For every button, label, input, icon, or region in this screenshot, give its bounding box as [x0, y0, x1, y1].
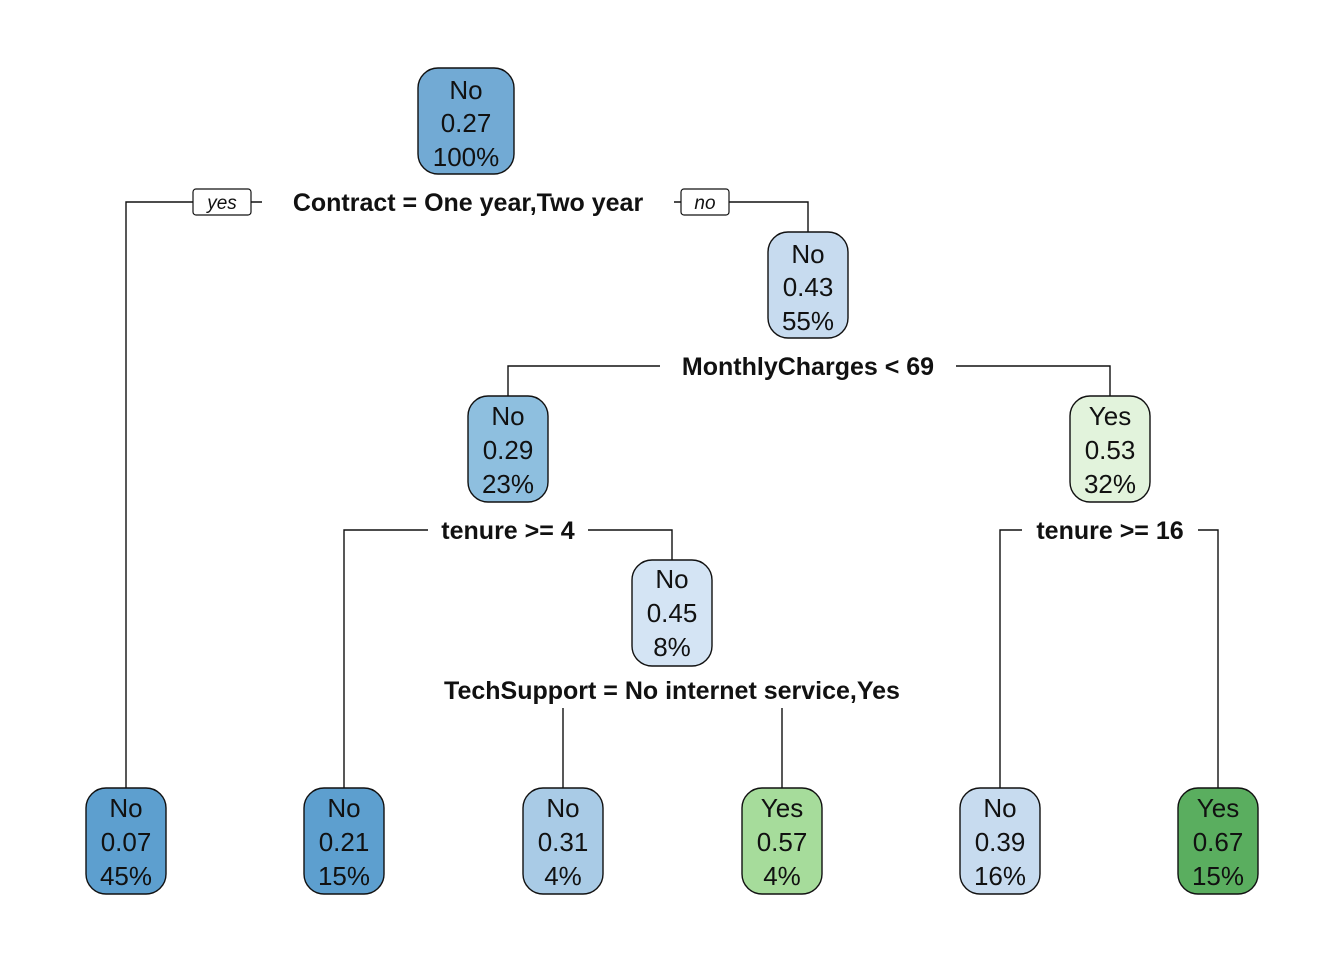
edge-root-left [125, 201, 468, 788]
split-label-tenure-16: tenure >= 16 [1036, 517, 1183, 545]
node-prob: 0.29 [483, 435, 534, 465]
node-pct: 4% [544, 861, 582, 891]
leaf-node: No 0.31 4% [522, 787, 604, 895]
node-class: Yes [761, 793, 803, 823]
node-class: No [655, 564, 688, 594]
tree-nodes: No 0.27 100% No 0.43 55% No 0.29 23% Yes… [85, 67, 1259, 895]
node-root: No 0.27 100% [417, 67, 515, 175]
edge-n5-left [999, 529, 1110, 788]
node-pct: 15% [318, 861, 370, 891]
leaf-node: Yes 0.57 4% [741, 787, 823, 895]
leaf-node: Yes 0.67 15% [1177, 787, 1259, 895]
node-class: No [327, 793, 360, 823]
edge-n4-left [343, 529, 508, 788]
node-class: No [449, 75, 482, 105]
branch-tag-yes: yes [205, 193, 237, 214]
node-class: No [546, 793, 579, 823]
split-label-techsupport: TechSupport = No internet service,Yes [444, 677, 900, 705]
node-prob: 0.39 [975, 827, 1026, 857]
node-prob: 0.07 [101, 827, 152, 857]
node-prob: 0.53 [1085, 435, 1136, 465]
node-prob: 0.45 [647, 598, 698, 628]
node-pct: 8% [653, 632, 691, 662]
branch-tags: yes no [192, 188, 730, 216]
node-pct: 15% [1192, 861, 1244, 891]
node-prob: 0.67 [1193, 827, 1244, 857]
node-prob: 0.57 [757, 827, 808, 857]
node-pct: 45% [100, 861, 152, 891]
node-prob: 0.43 [783, 272, 834, 302]
node-pct: 4% [763, 861, 801, 891]
node-prob: 0.21 [319, 827, 370, 857]
node-class: Yes [1089, 401, 1131, 431]
node-techsupport: No 0.45 8% [631, 559, 713, 667]
split-label-monthlycharges: MonthlyCharges < 69 [682, 353, 934, 381]
node-class: No [109, 793, 142, 823]
node-class: No [791, 239, 824, 269]
node-pct: 100% [433, 142, 500, 172]
node-prob: 0.27 [441, 108, 492, 138]
branch-tag-no: no [694, 193, 715, 214]
leaf-node: No 0.07 45% [85, 787, 167, 895]
node-monthlycharges: No 0.43 55% [767, 231, 849, 339]
node-tenure-4: No 0.29 23% [467, 395, 549, 503]
node-class: No [491, 401, 524, 431]
split-label-tenure-4: tenure >= 4 [441, 517, 574, 545]
node-tenure-16: Yes 0.53 32% [1069, 395, 1151, 503]
node-class: No [983, 793, 1016, 823]
edge-n5-right [1110, 529, 1219, 788]
split-label-contract: Contract = One year,Two year [293, 189, 644, 217]
leaf-node: No 0.39 16% [959, 787, 1041, 895]
leaf-node: No 0.21 15% [303, 787, 385, 895]
node-pct: 55% [782, 306, 834, 336]
node-pct: 23% [482, 469, 534, 499]
node-pct: 16% [974, 861, 1026, 891]
node-prob: 0.31 [538, 827, 589, 857]
node-class: Yes [1197, 793, 1239, 823]
node-pct: 32% [1084, 469, 1136, 499]
split-labels: Contract = One year,Two year MonthlyChar… [262, 186, 1198, 705]
